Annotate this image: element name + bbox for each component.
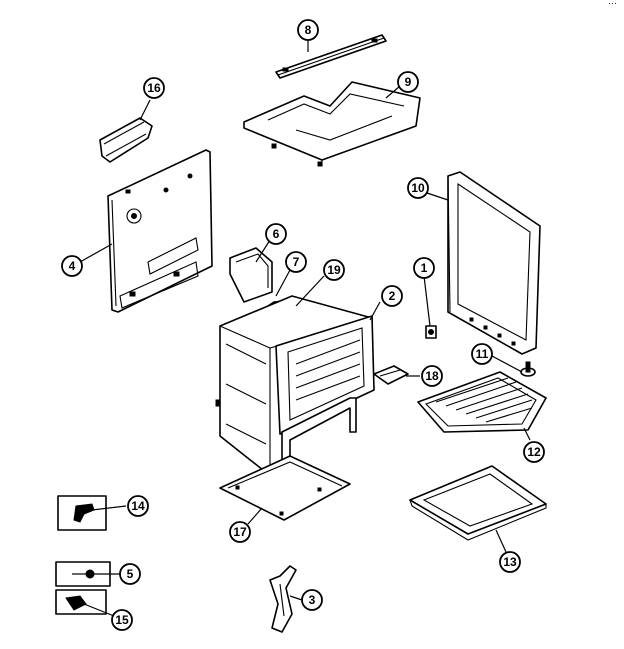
part-3-hinge — [269, 565, 297, 633]
part-6-bracket — [229, 247, 273, 303]
callout-11-label: 11 — [476, 347, 489, 361]
callout-9-label: 9 — [405, 75, 412, 89]
callout-10: 10 — [407, 177, 429, 199]
part-9-top-panel — [243, 81, 421, 167]
callout-19: 19 — [323, 259, 345, 281]
callout-19-label: 19 — [327, 263, 341, 277]
part-1-fitting — [425, 325, 437, 339]
callout-18: 18 — [421, 365, 443, 387]
callout-4-label: 4 — [69, 259, 76, 273]
part-4-back-panel — [107, 149, 213, 313]
callout-5: 5 — [119, 563, 141, 585]
part-14-valve — [57, 495, 107, 531]
callout-12: 12 — [523, 441, 545, 463]
part-11-leveler — [520, 361, 536, 377]
callout-7: 7 — [285, 251, 307, 273]
part-2-oven-body — [215, 295, 375, 475]
callout-15: 15 — [111, 609, 133, 631]
callout-9: 9 — [397, 71, 419, 93]
part-17-bottom-panel — [219, 455, 351, 521]
callout-8: 8 — [297, 19, 319, 41]
callout-7-label: 7 — [293, 255, 300, 269]
part-12-oven-rack — [417, 371, 547, 433]
part-18-bracket — [373, 365, 409, 385]
part-8-trim-strip — [275, 34, 387, 79]
part-13-broiler-pan — [409, 465, 547, 541]
callout-17: 17 — [229, 521, 251, 543]
callout-15-label: 15 — [115, 613, 129, 627]
callout-18-label: 18 — [425, 369, 439, 383]
callout-3-label: 3 — [309, 593, 316, 607]
callout-8-label: 8 — [305, 23, 312, 37]
callout-12-label: 12 — [527, 445, 541, 459]
callout-2-label: 2 — [389, 289, 396, 303]
callout-14-label: 14 — [131, 499, 145, 513]
callout-10-label: 10 — [411, 181, 425, 195]
callout-6: 6 — [265, 223, 287, 245]
callout-1: 1 — [413, 257, 435, 279]
leader-lines — [79, 38, 531, 617]
callout-16: 16 — [143, 77, 165, 99]
corner-mark: ··· — [608, 0, 617, 8]
callout-13-label: 13 — [503, 555, 517, 569]
callout-14: 14 — [127, 495, 149, 517]
callout-3: 3 — [301, 589, 323, 611]
callout-11: 11 — [471, 343, 493, 365]
callout-17-label: 17 — [233, 525, 247, 539]
callout-5-label: 5 — [127, 567, 134, 581]
part-10-door-frame — [447, 171, 541, 355]
callout-13: 13 — [499, 551, 521, 573]
callout-4: 4 — [61, 255, 83, 277]
callout-2: 2 — [381, 285, 403, 307]
callout-6-label: 6 — [273, 227, 280, 241]
callout-1-label: 1 — [421, 261, 428, 275]
callout-16-label: 16 — [147, 81, 161, 95]
part-16-side-trim — [99, 117, 153, 163]
